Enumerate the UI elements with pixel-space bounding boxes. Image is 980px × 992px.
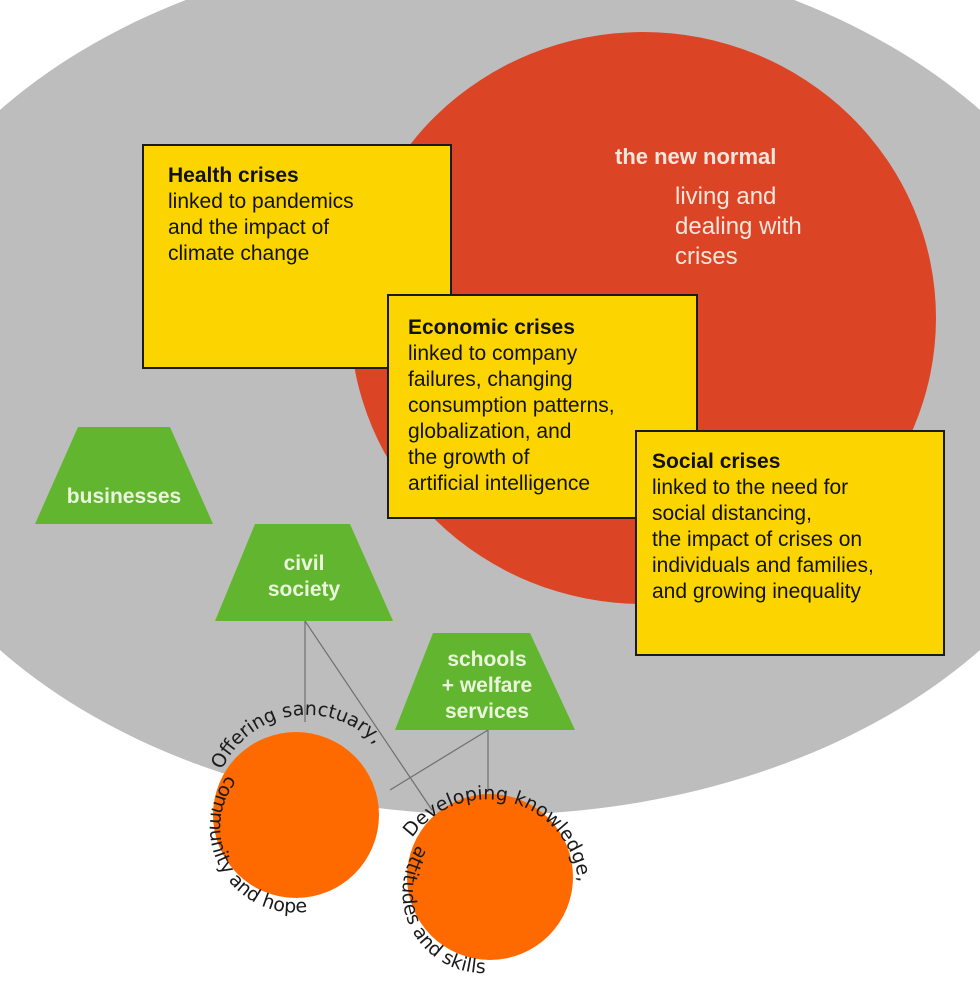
health-crises-line: and the impact of — [168, 216, 329, 239]
economic-crises-line: failures, changing — [408, 368, 573, 391]
connector-schools-to-sanctuary — [389, 729, 489, 791]
economic-crises-line: the growth of — [408, 446, 530, 469]
actor-civil-society: civil society — [215, 524, 393, 621]
social-crises-line: social distancing, — [652, 502, 812, 525]
social-crises-line: and growing inequality — [652, 580, 861, 603]
actor-schools-welfare-label: + welfare — [442, 674, 532, 697]
new-normal-line: dealing with — [675, 213, 802, 240]
connectors — [304, 620, 489, 811]
social-crises-line: individuals and families, — [652, 554, 874, 577]
new-normal-title: the new normal — [615, 144, 776, 169]
social-crises-line: linked to the need for — [652, 476, 848, 499]
actor-schools-welfare-label: services — [445, 700, 529, 723]
economic-crises-line: globalization, and — [408, 420, 571, 443]
social-crises-line: the impact of crises on — [652, 528, 862, 551]
actor-schools-welfare-label: schools — [447, 648, 526, 671]
economic-crises-line: consumption patterns, — [408, 394, 615, 417]
economic-crises-line: linked to company — [408, 342, 578, 365]
connector-civil-society-to-knowledge — [304, 620, 433, 811]
actor-civil-society-label: civil — [284, 552, 325, 575]
actor-schools-welfare: schools + welfare services — [395, 633, 575, 730]
economic-crises-line: artificial intelligence — [408, 472, 590, 495]
health-crises-line: climate change — [168, 242, 309, 265]
social-crises-box: Social crises linked to the need for soc… — [635, 430, 945, 656]
actor-civil-society-label: society — [268, 578, 341, 601]
actor-businesses: businesses — [35, 427, 213, 524]
economic-crises-title: Economic crises — [408, 316, 575, 339]
health-crises-title: Health crises — [168, 164, 299, 187]
new-normal-line: crises — [675, 243, 738, 270]
outcome-sanctuary: Offering sanctuary, community and hope — [204, 698, 387, 918]
health-crises-line: linked to pandemics — [168, 190, 354, 213]
new-normal-line: living and — [675, 183, 776, 210]
actor-businesses-label: businesses — [67, 485, 181, 508]
social-crises-title: Social crises — [652, 450, 780, 473]
economic-crises-box: Economic crises linked to company failur… — [387, 294, 698, 519]
